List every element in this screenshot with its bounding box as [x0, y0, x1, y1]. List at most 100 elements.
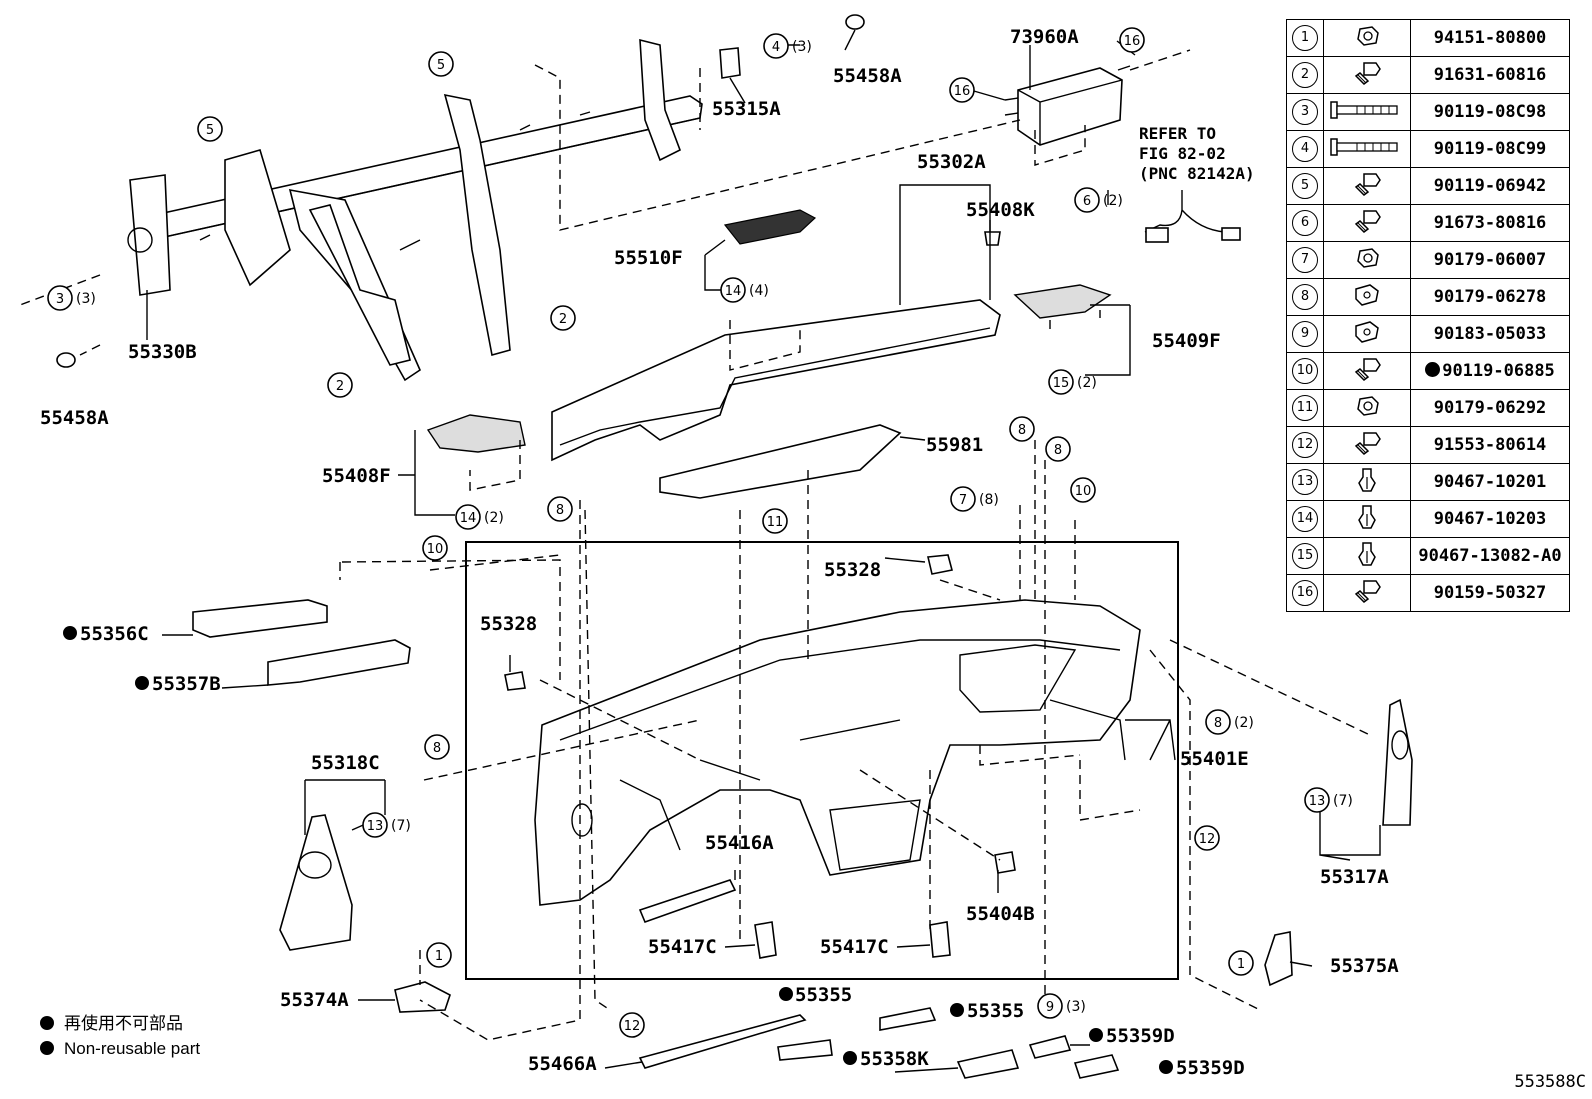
svg-text:15: 15 [1053, 376, 1070, 391]
label-73960A: 73960A [1010, 26, 1079, 48]
row-number-cell: 15 [1286, 537, 1324, 575]
airbag-module [1004, 65, 1131, 146]
clip-nut-icon [1323, 278, 1411, 316]
row-number: 1 [1292, 25, 1318, 51]
reinforcement-beam [127, 38, 741, 382]
row-number-cell: 1 [1286, 19, 1324, 57]
row-number: 4 [1292, 136, 1318, 162]
part-number-cell: 90467-10201 [1410, 463, 1570, 501]
svg-text:1: 1 [1237, 957, 1245, 972]
label-55417C: 55417C [648, 936, 717, 958]
row-number: 15 [1292, 543, 1318, 569]
bolt-icon [1323, 204, 1411, 242]
part-number: 90467-10203 [1433, 509, 1547, 529]
svg-text:(7): (7) [1333, 793, 1353, 809]
part-number-cell: 90119-08C98 [1410, 93, 1570, 131]
svg-text:2: 2 [559, 312, 567, 327]
cap-55458A [845, 14, 865, 30]
parts-table-row: 15 90467-13082-A0 [1286, 537, 1570, 575]
label-55358K: 55358K [860, 1048, 929, 1070]
cap-55458A [56, 352, 76, 368]
bracket-55374A [394, 981, 451, 1013]
bracket-55417C [754, 921, 777, 959]
refer-note: REFER TO FIG 82-02 (PNC 82142A) [1139, 124, 1255, 183]
nut-icon [1323, 19, 1411, 57]
figure-code: 553588C [1514, 1072, 1586, 1092]
svg-text:1: 1 [435, 949, 443, 964]
nut-icon [1323, 389, 1411, 427]
part-number-cell: 90179-06278 [1410, 278, 1570, 316]
part-number: 91673-80816 [1433, 213, 1547, 233]
row-number: 2 [1292, 62, 1318, 88]
label-55315A: 55315A [712, 98, 781, 120]
pad-55356C [192, 599, 328, 638]
part-number-cell: 90467-13082-A0 [1410, 537, 1570, 575]
bolt-icon [1323, 352, 1411, 390]
speaker-cover-55318C [279, 814, 353, 951]
svg-text:(2): (2) [1234, 715, 1254, 731]
svg-text:7: 7 [959, 493, 967, 508]
label-55417C-right: 55417C [820, 936, 889, 958]
label-55330B: 55330B [128, 341, 197, 363]
svg-text:5: 5 [206, 123, 214, 138]
legend: 再使用不可部品 Non-reusable part [40, 1011, 200, 1061]
row-number: 9 [1292, 321, 1318, 347]
label-55302A: 55302A [917, 151, 986, 173]
svg-text:11: 11 [767, 515, 784, 530]
cover-55408F [426, 414, 526, 453]
part-number: 90119-08C99 [1433, 139, 1547, 159]
svg-text:4: 4 [772, 40, 780, 55]
svg-text:14: 14 [460, 511, 477, 526]
part-number-cell: 94151-80800 [1410, 19, 1570, 57]
bolt-icon [1323, 56, 1411, 94]
pad-55359D [1028, 1035, 1072, 1059]
part-number: 90119-06942 [1433, 176, 1547, 196]
svg-text:8: 8 [556, 503, 564, 518]
label-55355: 55355 [795, 984, 852, 1006]
speaker-cover-55317A [1382, 698, 1413, 826]
part-number: 90179-06292 [1433, 398, 1547, 418]
clip-icon [1323, 463, 1411, 501]
row-number-cell: 14 [1286, 500, 1324, 538]
svg-text:(8): (8) [979, 492, 999, 508]
panel-assembly-box [465, 541, 1179, 980]
label-55359D: 55359D [1106, 1025, 1175, 1047]
svg-text:3: 3 [56, 292, 64, 307]
bolt-icon [1323, 574, 1411, 612]
row-number-cell: 9 [1286, 315, 1324, 353]
label-55408F: 55408F [322, 465, 391, 487]
row-number-cell: 2 [1286, 56, 1324, 94]
label-55356C: 55356C [80, 623, 149, 645]
svg-text:6: 6 [1083, 194, 1091, 209]
svg-text:5: 5 [437, 58, 445, 73]
nonreusable-dot [1159, 1060, 1173, 1074]
row-number: 11 [1292, 395, 1318, 421]
part-number: 90179-06007 [1433, 250, 1547, 270]
bolt-icon [1323, 167, 1411, 205]
label-55408K: 55408K [966, 199, 1035, 221]
part-number: 90183-05033 [1433, 324, 1547, 344]
svg-text:(2): (2) [484, 510, 504, 526]
row-number-cell: 13 [1286, 463, 1324, 501]
clip-55408K [984, 231, 1001, 246]
part-number-cell: 90119-08C99 [1410, 130, 1570, 168]
nonreusable-dot [135, 676, 149, 690]
long-bolt-icon [1323, 93, 1411, 131]
svg-text:8: 8 [433, 741, 441, 756]
row-number-cell: 5 [1286, 167, 1324, 205]
pad-55359D [1073, 1054, 1120, 1079]
label-55355-b: 55355 [967, 1000, 1024, 1022]
pad-55358K [956, 1049, 1020, 1079]
part-number-cell: 90119-06885 [1410, 352, 1570, 390]
row-number: 13 [1292, 469, 1318, 495]
instrument-panel [534, 599, 1141, 906]
clip-icon [1323, 500, 1411, 538]
label-55375A: 55375A [1330, 955, 1399, 977]
duct-55981 [659, 424, 902, 499]
row-number: 16 [1292, 580, 1318, 606]
